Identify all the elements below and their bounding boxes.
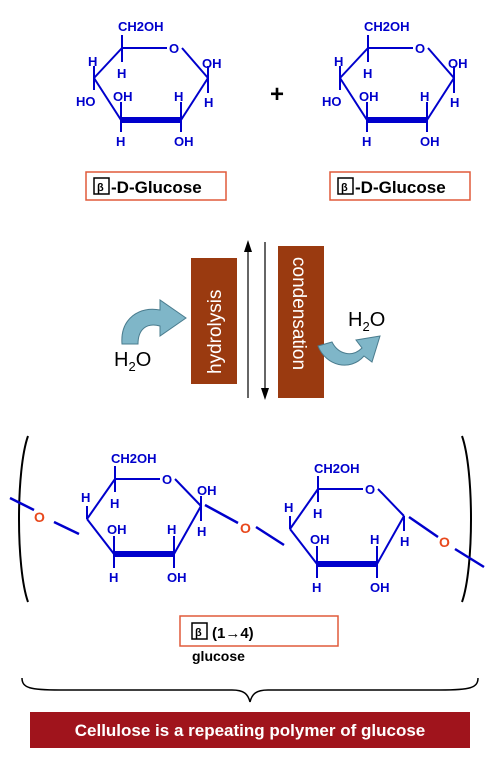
glucose-right-ch2oh: CH2OH — [364, 19, 410, 34]
water-out-arrow — [317, 335, 381, 366]
glucose-right-ho-c4: HO — [322, 94, 342, 109]
up-arrowhead — [244, 240, 252, 252]
water-left: H2O — [114, 349, 151, 374]
polymer-unit-2-h-c3: H — [312, 580, 321, 595]
glucose-right-oh-c1: OH — [448, 56, 468, 71]
polymer-unit-1-ring-o: O — [162, 472, 172, 487]
polymer-unit-1-h-c5: H — [110, 496, 119, 511]
polymer-unit-2: CH2OH O H H H OH H H OH — [284, 461, 409, 595]
curly-brace — [21, 677, 479, 703]
link-oxygen: O — [240, 520, 251, 536]
beta-symbol-box — [337, 177, 354, 195]
glucose-right-h-c3: H — [362, 134, 371, 149]
polymer-unit-2-ch2oh: CH2OH — [314, 461, 360, 476]
condensation-label: condensation — [288, 257, 309, 370]
polymer-unit-1-oh-c3: OH — [107, 522, 127, 537]
polymer-unit-1-h-c3: H — [109, 570, 118, 585]
glucose-right-h-c4: H — [334, 54, 343, 69]
glucose-left-h-c3: H — [116, 134, 125, 149]
beta-symbol-box — [191, 622, 208, 640]
water-in-arrow — [121, 299, 187, 345]
cellulose-banner: Cellulose is a repeating polymer of gluc… — [30, 712, 470, 748]
linkage-text: (1→4) — [212, 625, 254, 642]
right-bracket — [461, 435, 472, 603]
glucose-left-h-c5: H — [117, 66, 126, 81]
glucose-left-h-c4: H — [88, 54, 97, 69]
water-right: H2O — [348, 309, 385, 334]
beta-symbol: β — [195, 627, 202, 639]
glucose-left-name-box: β -D-Glucose — [85, 171, 227, 201]
linkage-label: β (1→4) glucose — [179, 615, 339, 664]
link-oxygen: O — [439, 534, 450, 550]
glucose-left-ring-o: O — [169, 41, 179, 56]
glucose-left: CH2OH O OH H H H HO OH H H OH — [76, 19, 222, 149]
polymer-unit-2-oh-c2: OH — [370, 580, 390, 595]
linkage-text-line2: glucose — [192, 648, 245, 664]
polymer-unit-2-h-c5: H — [313, 506, 322, 521]
beta-symbol-box — [93, 177, 110, 195]
hydrolysis-label: hydrolysis — [205, 290, 226, 374]
glucose-right: CH2OH O OH H H H HO OH H H OH — [322, 19, 468, 149]
polymer-unit-2-ring-o: O — [365, 482, 375, 497]
glucose-right-h-c5: H — [363, 66, 372, 81]
polymer-unit-1: CH2OH O OH H H H OH H H OH — [81, 451, 217, 585]
glucose-left-h-c2: H — [174, 89, 183, 104]
glucose-right-bonds — [339, 35, 455, 132]
glucose-right-h-c1: H — [450, 95, 459, 110]
beta-symbol: β — [97, 182, 104, 194]
glucose-right-ring-o: O — [415, 41, 425, 56]
polymer-unit-1-ch2oh: CH2OH — [111, 451, 157, 466]
down-arrowhead — [261, 388, 269, 400]
polymer-unit-1-h-c4: H — [81, 490, 90, 505]
left-bracket — [18, 435, 29, 603]
polymer-unit-1-h-c2: H — [167, 522, 176, 537]
glucose-right-oh-c3: OH — [359, 89, 379, 104]
chain-bonds — [9, 496, 485, 569]
glucose-left-oh-c3: OH — [113, 89, 133, 104]
polymer-unit-2-h-c1: H — [400, 534, 409, 549]
polymer-unit-1-oh: OH — [197, 483, 217, 498]
polymer-unit-2-oh-c3: OH — [310, 532, 330, 547]
glucose-right-h-c2: H — [420, 89, 429, 104]
glucose-left-oh-c2: OH — [174, 134, 194, 149]
polymer-unit-2-h-c4: H — [284, 500, 293, 515]
beta-symbol: β — [341, 182, 348, 194]
hydrolysis-box: hydrolysis — [191, 258, 237, 384]
plus-sign: + — [270, 81, 284, 108]
glucose-right-oh-c2: OH — [420, 134, 440, 149]
condensation-box: condensation — [278, 246, 324, 398]
glucose-left-ch2oh: CH2OH — [118, 19, 164, 34]
glucose-left-oh-c1: OH — [202, 56, 222, 71]
glucose-left-h-c1: H — [204, 95, 213, 110]
polymer-unit-1-h-c1: H — [197, 524, 206, 539]
banner-text: Cellulose is a repeating polymer of gluc… — [75, 721, 425, 740]
glucose-right-name-box: β -D-Glucose — [329, 171, 471, 201]
link-oxygen: O — [34, 509, 45, 525]
polymer-unit-1-oh-c2: OH — [167, 570, 187, 585]
glucose-left-name: -D-Glucose — [111, 178, 202, 197]
reaction-arrows — [244, 240, 269, 400]
glucose-right-name: -D-Glucose — [355, 178, 446, 197]
polymer-unit-2-h-c2: H — [370, 532, 379, 547]
glucose-left-ho-c4: HO — [76, 94, 96, 109]
